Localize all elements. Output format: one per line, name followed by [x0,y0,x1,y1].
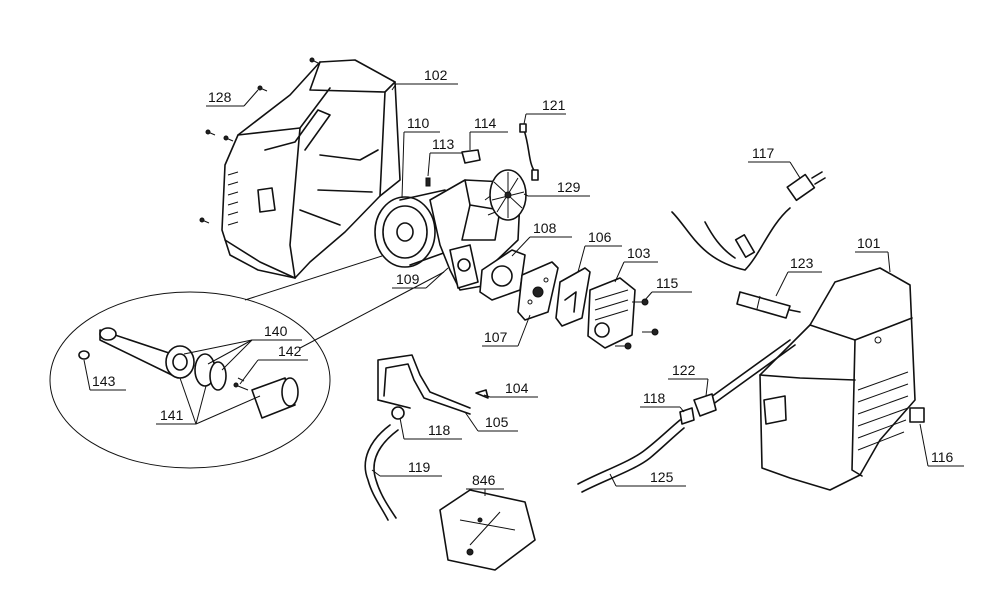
svg-text:129: 129 [557,179,581,195]
inset-detail-oval [49,255,445,469]
u-tube-part-105 [377,354,471,415]
screw-part-128 [199,57,319,224]
callout-105: 105 [464,411,518,432]
screw-part-113 [425,177,431,187]
callout-114: 114 [469,115,508,150]
svg-text:116: 116 [931,449,954,465]
clip-part-104 [475,389,489,399]
svg-text:101: 101 [857,235,881,251]
callout-119: 119 [371,459,442,477]
handle-grip-part-123 [736,291,801,319]
svg-text:108: 108 [533,220,557,236]
callout-113: 113 [427,136,462,177]
power-cord-part-117 [671,171,826,271]
svg-text:104: 104 [505,380,529,396]
label-card-part-846 [439,489,536,571]
front-shroud-part-101 [759,267,916,491]
callout-118-left: 118 [399,417,462,440]
svg-text:142: 142 [278,343,302,359]
hose-part-125 [577,419,685,493]
svg-text:107: 107 [484,329,508,345]
hose-part-119 [364,424,399,521]
svg-text:846: 846 [472,472,496,488]
svg-text:123: 123 [790,255,814,271]
head-bolt-part-115 [615,298,659,350]
svg-text:118: 118 [428,422,451,438]
svg-text:128: 128 [208,89,232,105]
screw-part-142 [233,382,249,391]
svg-text:117: 117 [752,145,775,161]
svg-text:121: 121 [542,97,566,113]
callout-142: 142 [239,343,308,385]
callout-123: 123 [775,255,822,297]
cylinder-head-part-103 [587,277,636,349]
svg-text:103: 103 [627,245,651,261]
cooling-fan-part-129 [489,169,527,221]
callout-102: 102 [391,67,458,91]
knob-part-116 [909,407,925,423]
svg-text:109: 109 [396,271,420,287]
callout-846: 846 [466,472,504,496]
svg-text:110: 110 [407,115,430,131]
callout-140: 140 [183,323,302,371]
cylinder-sleeve-part-141 [251,377,299,419]
callout-143: 143 [83,359,126,391]
callout-103: 103 [614,245,658,283]
svg-text:114: 114 [474,115,497,131]
svg-text:105: 105 [485,414,509,430]
svg-text:118: 118 [643,390,666,406]
callout-106: 106 [577,229,622,273]
callout-128: 128 [206,89,259,107]
callout-110: 110 [401,115,440,199]
pulley-belt-part-110 [374,189,453,268]
svg-text:125: 125 [650,469,674,485]
wire-switch-part-121 [519,123,539,181]
svg-text:140: 140 [264,323,288,339]
svg-text:102: 102 [424,67,448,83]
valve-plate-part-107 [517,261,559,321]
svg-text:143: 143 [92,373,116,389]
svg-text:115: 115 [656,275,679,291]
callout-141: 141 [156,377,261,425]
callout-107: 107 [482,314,531,347]
callout-108: 108 [511,220,572,257]
callout-116: 116 [919,423,964,467]
svg-text:113: 113 [432,136,455,152]
callout-115: 115 [644,275,692,301]
svg-text:141: 141 [160,407,184,423]
callout-121: 121 [523,97,566,125]
rear-shroud-part-102 [221,59,401,279]
head-gasket-part-106 [555,267,591,327]
callout-104: 104 [483,380,538,398]
svg-text:106: 106 [588,229,612,245]
screw-part-143 [78,350,90,360]
callout-109: 109 [392,267,449,289]
callout-117: 117 [748,145,801,179]
fitting-part-118-left [391,406,405,420]
svg-text:119: 119 [408,459,431,475]
callout-125: 125 [609,469,686,487]
callout-118-right: 118 [640,390,685,413]
callout-122: 122 [668,362,709,397]
svg-text:122: 122 [672,362,696,378]
callout-101: 101 [855,235,891,273]
connecting-rod-part-140 [99,327,245,391]
block-part-114 [461,149,481,164]
callout-129: 129 [523,179,590,197]
